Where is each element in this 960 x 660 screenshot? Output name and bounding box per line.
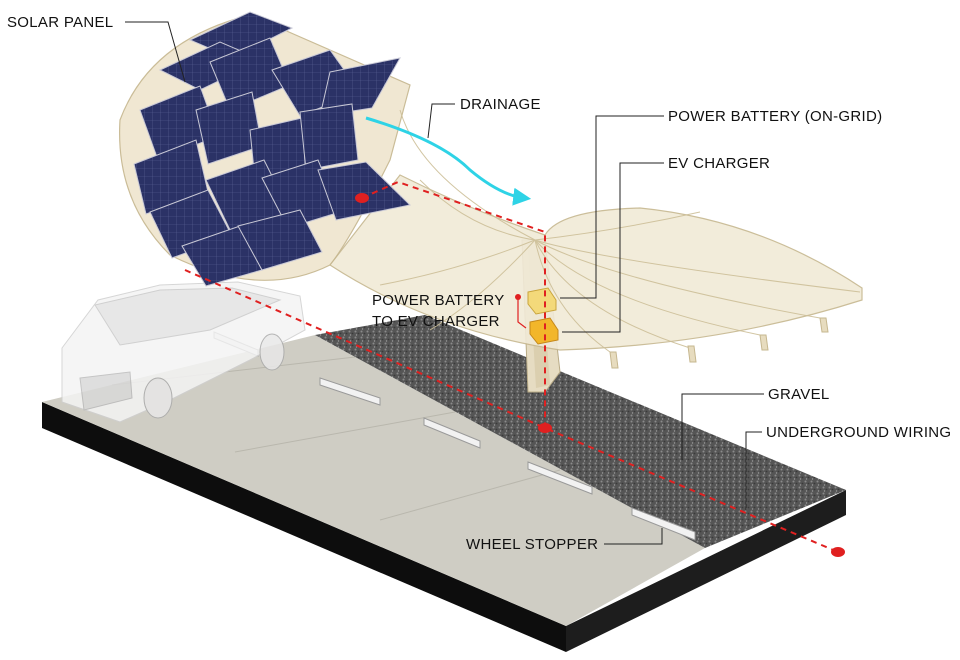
- leader-gravel: [681, 393, 764, 460]
- wiring-nodes: [355, 193, 845, 557]
- leader-ev-charger: [562, 162, 664, 333]
- leader-drainage: [427, 103, 455, 139]
- drainage-arrow: [365, 116, 532, 206]
- leader-lines: [125, 21, 764, 545]
- car-wheel-front: [143, 377, 173, 419]
- car-wheel-rear: [259, 333, 285, 371]
- wiring-node-battery: [515, 294, 521, 300]
- solar-panel-6: [319, 57, 401, 117]
- label-underground-wiring: UNDERGROUND WIRING: [766, 424, 951, 441]
- canopy-ribs: [379, 109, 861, 353]
- battery-units: [527, 287, 559, 345]
- wiring-node-column: [538, 423, 552, 433]
- wiring-battery-link: [517, 298, 527, 329]
- underground-wiring-line: [184, 269, 839, 553]
- ground-slab: [42, 315, 846, 652]
- wheel-stopper-2: [319, 377, 381, 406]
- labels: SOLAR PANEL DRAINAGE POWER BATTERY (ON-G…: [7, 14, 951, 553]
- gravel-strip: [315, 315, 846, 548]
- label-gravel: GRAVEL: [768, 386, 830, 403]
- wheel-stopper-5: [631, 507, 696, 541]
- leader-solar-panel: [125, 21, 186, 83]
- leader-power-battery: [560, 115, 664, 299]
- wiring-node-panel: [355, 193, 369, 203]
- label-power-battery-to-ev-line2: TO EV CHARGER: [372, 313, 500, 330]
- canopy-fins: [609, 317, 829, 369]
- wiring-node-end: [831, 547, 845, 557]
- car: [61, 281, 306, 423]
- wheel-stopper-3: [423, 417, 481, 449]
- leader-wheel-stopper: [604, 528, 663, 545]
- label-ev-charger: EV CHARGER: [668, 155, 770, 172]
- slab-base-left-side: [42, 402, 566, 652]
- wheel-stoppers: [213, 331, 696, 541]
- solar-panel-14: [317, 161, 412, 221]
- solar-panels: [133, 11, 412, 287]
- power-battery-unit: [527, 287, 557, 315]
- solar-panel-16: [237, 209, 323, 271]
- label-power-battery-to-ev-line1: POWER BATTERY: [372, 292, 505, 309]
- label-wheel-stopper: WHEEL STOPPER: [466, 536, 598, 553]
- wheel-stopper-4: [527, 461, 593, 495]
- slab-base-right-side: [566, 490, 846, 652]
- label-solar-panel: SOLAR PANEL: [7, 14, 113, 31]
- label-power-battery-on-grid: POWER BATTERY (ON-GRID): [668, 108, 882, 125]
- leader-underground-wiring: [745, 431, 762, 510]
- concrete-parking-surface: [42, 335, 705, 626]
- label-drainage: DRAINAGE: [460, 96, 541, 113]
- ev-charger-unit: [529, 317, 559, 345]
- solar-panel-10: [299, 103, 359, 171]
- wiring: [184, 180, 839, 553]
